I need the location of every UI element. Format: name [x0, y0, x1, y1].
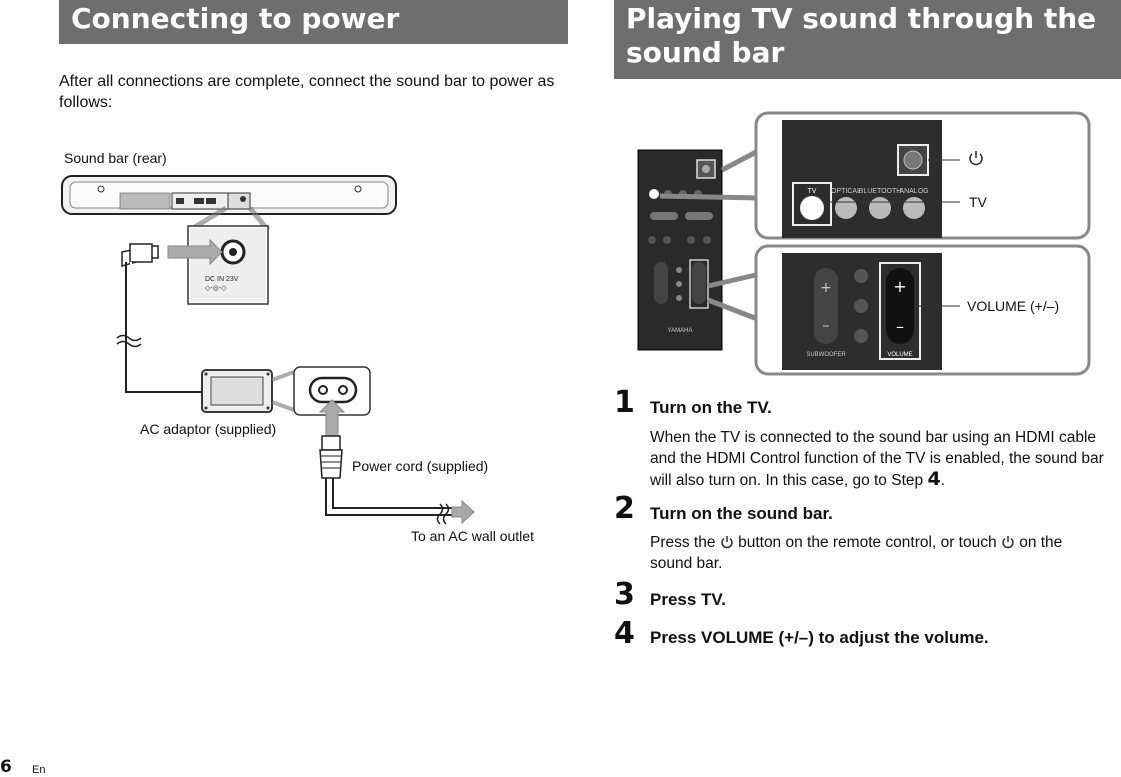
remote-control-diagram: YAMAHA TV OPTICAL BLUETOOTH ANALOG + – +… [637, 111, 1091, 376]
title-line-2: sound bar [626, 36, 785, 69]
step-number-1: 1 [614, 385, 635, 420]
remote-key-analog-label: ANALOG [899, 188, 928, 195]
step-title-3: Press TV. [650, 590, 726, 609]
language-code: En [32, 764, 46, 776]
step-title-2: Turn on the sound bar. [650, 504, 833, 523]
step-title-4: Press VOLUME (+/–) to adjust the volume. [650, 628, 989, 647]
power-icon [969, 151, 983, 166]
step-body-2: Press the button on the remote control, … [650, 533, 1105, 574]
label-ac-adaptor: AC adaptor (supplied) [140, 421, 277, 437]
dc-in-label: DC IN 23V [205, 276, 239, 283]
remote-key-tv-label: TV [808, 188, 817, 195]
title-line-1: Playing TV sound through the [626, 2, 1097, 35]
remote-volume-button [886, 268, 914, 344]
intro-text: After all connections are complete, conn… [59, 73, 555, 111]
step-ref-4: 4 [927, 468, 941, 490]
remote-control-image [637, 149, 723, 351]
step-body-1-end: . [940, 472, 945, 489]
arrow-up-icon [318, 399, 346, 437]
page-number: 6 [0, 757, 12, 777]
callout-tv: TV [969, 194, 987, 210]
remote-key-optical-label: OPTICAL [831, 188, 861, 195]
remote-key-bluetooth-label: BLUETOOTH [859, 188, 902, 195]
outlet-arrow-icon [451, 499, 475, 525]
step-title-1: Turn on the TV. [650, 398, 772, 417]
svg-text:–: – [896, 317, 904, 336]
svg-text:◇-◎-◇: ◇-◎-◇ [205, 285, 227, 292]
svg-text:–: – [823, 318, 830, 334]
remote-power-button [903, 150, 923, 170]
step-number-3: 3 [614, 577, 635, 612]
remote-key-subwoofer-label: SUBWOOFER [806, 352, 846, 358]
remote-brand-text: YAMAHA [668, 328, 693, 334]
arrow-right-icon [167, 238, 223, 266]
step-body-2-b: button on the remote control, or touch [733, 534, 1001, 551]
remote-tv-button [800, 196, 824, 220]
callout-volume: VOLUME (+/–) [967, 298, 1060, 314]
remote-key-volume-label: VOLUME [887, 352, 912, 358]
section-title-tv-sound: Playing TV sound through the sound bar [614, 0, 1121, 79]
step-body-2-c: on the sound bar. [650, 534, 1063, 572]
label-power-cord: Power cord (supplied) [352, 458, 489, 474]
svg-text:+: + [893, 277, 906, 296]
power-icon [1002, 536, 1014, 549]
power-connection-diagram: DC IN 23V ◇-◎-◇ [61, 175, 475, 525]
step-number-4: 4 [614, 616, 635, 651]
step-body-1-text: When the TV is connected to the sound ba… [650, 429, 1104, 489]
step-body-2-a: Press the [650, 534, 720, 551]
svg-text:+: + [820, 280, 832, 296]
label-wall-outlet: To an AC wall outlet [411, 528, 534, 544]
label-sound-bar-rear: Sound bar (rear) [64, 150, 167, 166]
section-title-power: Connecting to power [59, 0, 568, 44]
step-body-1: When the TV is connected to the sound ba… [650, 428, 1105, 492]
power-icon [721, 536, 733, 549]
step-number-2: 2 [614, 491, 635, 526]
